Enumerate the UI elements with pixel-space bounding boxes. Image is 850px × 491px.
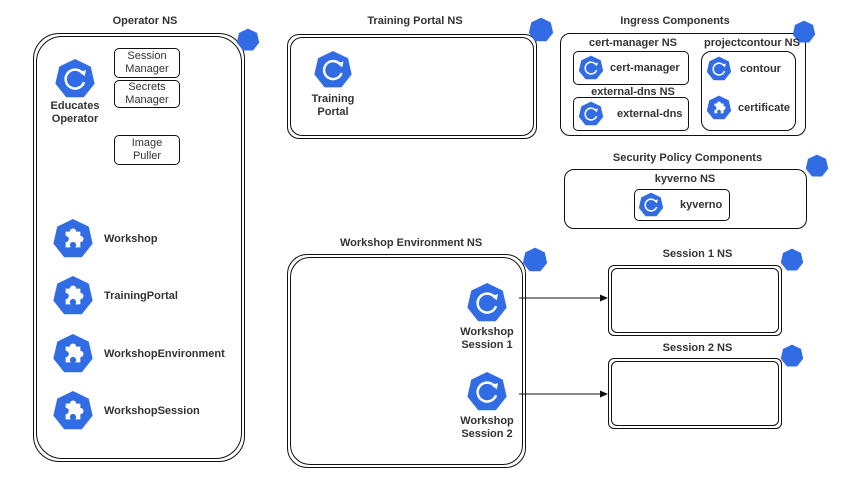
educates-operator-label-2: Operator (51, 113, 99, 125)
image-puller-box (114, 135, 180, 165)
session-1-ns-title: Session 1 NS (662, 248, 733, 260)
secrets-manager-box (114, 80, 180, 108)
training-portal-ns-container (287, 34, 537, 139)
secrets-manager-label-1: Secrets (128, 81, 166, 93)
security-policy-title: Security Policy Components (612, 152, 763, 164)
operator-ns-title: Operator NS (112, 15, 178, 27)
workshop-session-1-label-1: Workshop (460, 326, 514, 338)
arrowhead-session-1 (600, 294, 608, 302)
cert-manager-label: cert-manager (610, 62, 680, 74)
arrowhead-session-2 (600, 390, 608, 398)
workshop-session-2-label-1: Workshop (460, 415, 514, 427)
contour-label: contour (740, 63, 781, 75)
crd-workshopenvironment-label: WorkshopEnvironment (104, 348, 225, 360)
image-puller-label-1: Image (131, 137, 163, 149)
certificate-label: certificate (738, 102, 790, 114)
kyverno-ns-title: kyverno NS (654, 173, 716, 185)
kyverno-label: kyverno (680, 199, 723, 211)
training-portal-label-2: Portal (317, 106, 349, 118)
session-2-ns-title: Session 2 NS (662, 342, 733, 354)
workshop-session-2-label-2: Session 2 (461, 428, 513, 440)
cert-manager-ns-title: cert-manager NS (588, 37, 678, 49)
image-puller-label-2: Puller (132, 150, 162, 162)
session-2-ns-container (608, 358, 782, 429)
session-manager-box (114, 48, 180, 78)
crd-trainingportal-label: TrainingPortal (104, 290, 178, 302)
session-manager-label-1: Session (127, 50, 167, 62)
workshop-session-1-label-2: Session 1 (461, 339, 513, 351)
training-portal-label-1: Training (311, 93, 355, 105)
crd-workshopsession-label: WorkshopSession (104, 405, 200, 417)
session-manager-label-2: Manager (125, 63, 169, 75)
secrets-manager-label-2: Manager (125, 94, 169, 106)
training-portal-ns-title: Training Portal NS (367, 15, 463, 27)
educates-operator-label-1: Educates (50, 100, 100, 112)
crd-workshop-label: Workshop (104, 233, 158, 245)
external-dns-ns-title: external-dns NS (591, 86, 675, 98)
session-1-ns-container (608, 265, 782, 336)
projectcontour-ns-title: projectcontour NS (704, 37, 800, 49)
ingress-components-title: Ingress Components (620, 15, 730, 27)
workshop-env-ns-title: Workshop Environment NS (340, 237, 483, 249)
external-dns-label: external-dns (617, 108, 683, 120)
